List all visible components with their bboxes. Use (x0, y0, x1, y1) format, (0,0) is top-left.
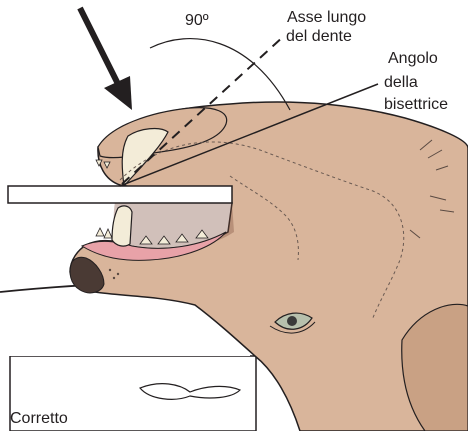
caption-label: Corretto (10, 409, 68, 428)
xray-film-plate (8, 186, 232, 203)
long-axis-label-line1: Asse lungo (287, 8, 366, 27)
long-axis-label-line2: del dente (286, 27, 352, 46)
bisecting-label-line3: bisettrice (384, 95, 448, 114)
bisecting-label-line2: della (384, 73, 418, 92)
right-angle-arc (150, 39, 290, 110)
angle-label: 90º (185, 11, 209, 30)
xray-beam-arrow-icon (80, 8, 132, 110)
bisecting-label-line1: Angolo (388, 49, 438, 68)
